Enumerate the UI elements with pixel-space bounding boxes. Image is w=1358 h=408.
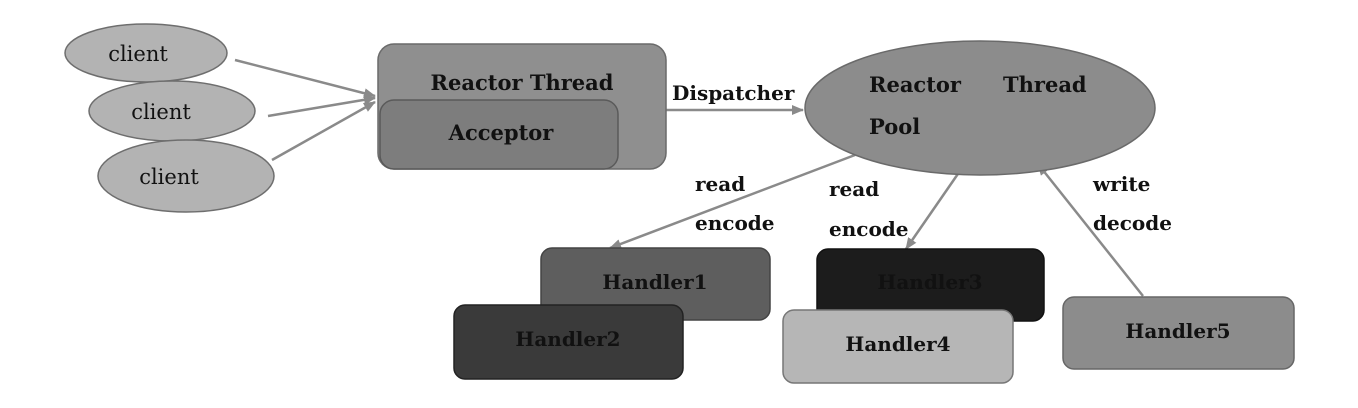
edge-client1-acceptor	[234, 58, 376, 99]
pool-label-reactor: Reactor	[869, 72, 962, 97]
edge-label-write: write	[1092, 172, 1150, 196]
client-label: client	[139, 165, 199, 189]
edge-client3-acceptor	[271, 100, 376, 162]
edge-pool-handler3	[904, 167, 964, 250]
client-label: client	[108, 42, 168, 66]
handler-label: Handler1	[602, 270, 707, 294]
acceptor-group: Reactor Thread Acceptor	[377, 43, 667, 170]
pool-label-pool: Pool	[869, 114, 920, 139]
edge-label-read: read	[695, 172, 745, 196]
handler-box: Handler2	[453, 304, 684, 380]
acceptor-label: Acceptor	[448, 120, 555, 145]
handler-label: Handler3	[877, 270, 982, 294]
reactor-thread-title: Reactor Thread	[431, 70, 614, 95]
handler-box: Handler3	[816, 248, 1045, 322]
handler-box: Handler1	[540, 247, 771, 321]
dispatcher-label: Dispatcher	[672, 81, 795, 105]
handler-box: Handler4	[782, 309, 1014, 384]
edge-client2-acceptor	[267, 94, 376, 118]
edge-label-encode: encode	[695, 211, 775, 235]
client-node: client	[64, 23, 228, 83]
reactor-thread-pool: Reactor Thread Pool	[804, 40, 1156, 176]
client-label: client	[131, 100, 191, 124]
handler-label: Handler5	[1125, 319, 1230, 343]
edge-label-encode: encode	[829, 217, 909, 241]
client-node: client	[97, 139, 275, 213]
edge-label-decode: decode	[1093, 211, 1172, 235]
edges	[234, 58, 1144, 297]
handler-label: Handler4	[845, 332, 950, 356]
edge-handler5-pool	[1037, 163, 1144, 297]
edge-pool-handler1	[609, 153, 856, 250]
pool-label-thread: Thread	[1003, 72, 1087, 97]
client-node: client	[88, 80, 256, 142]
handler-box: Handler5	[1062, 296, 1295, 370]
handler-label: Handler2	[515, 327, 620, 351]
edge-label-read: read	[829, 177, 879, 201]
